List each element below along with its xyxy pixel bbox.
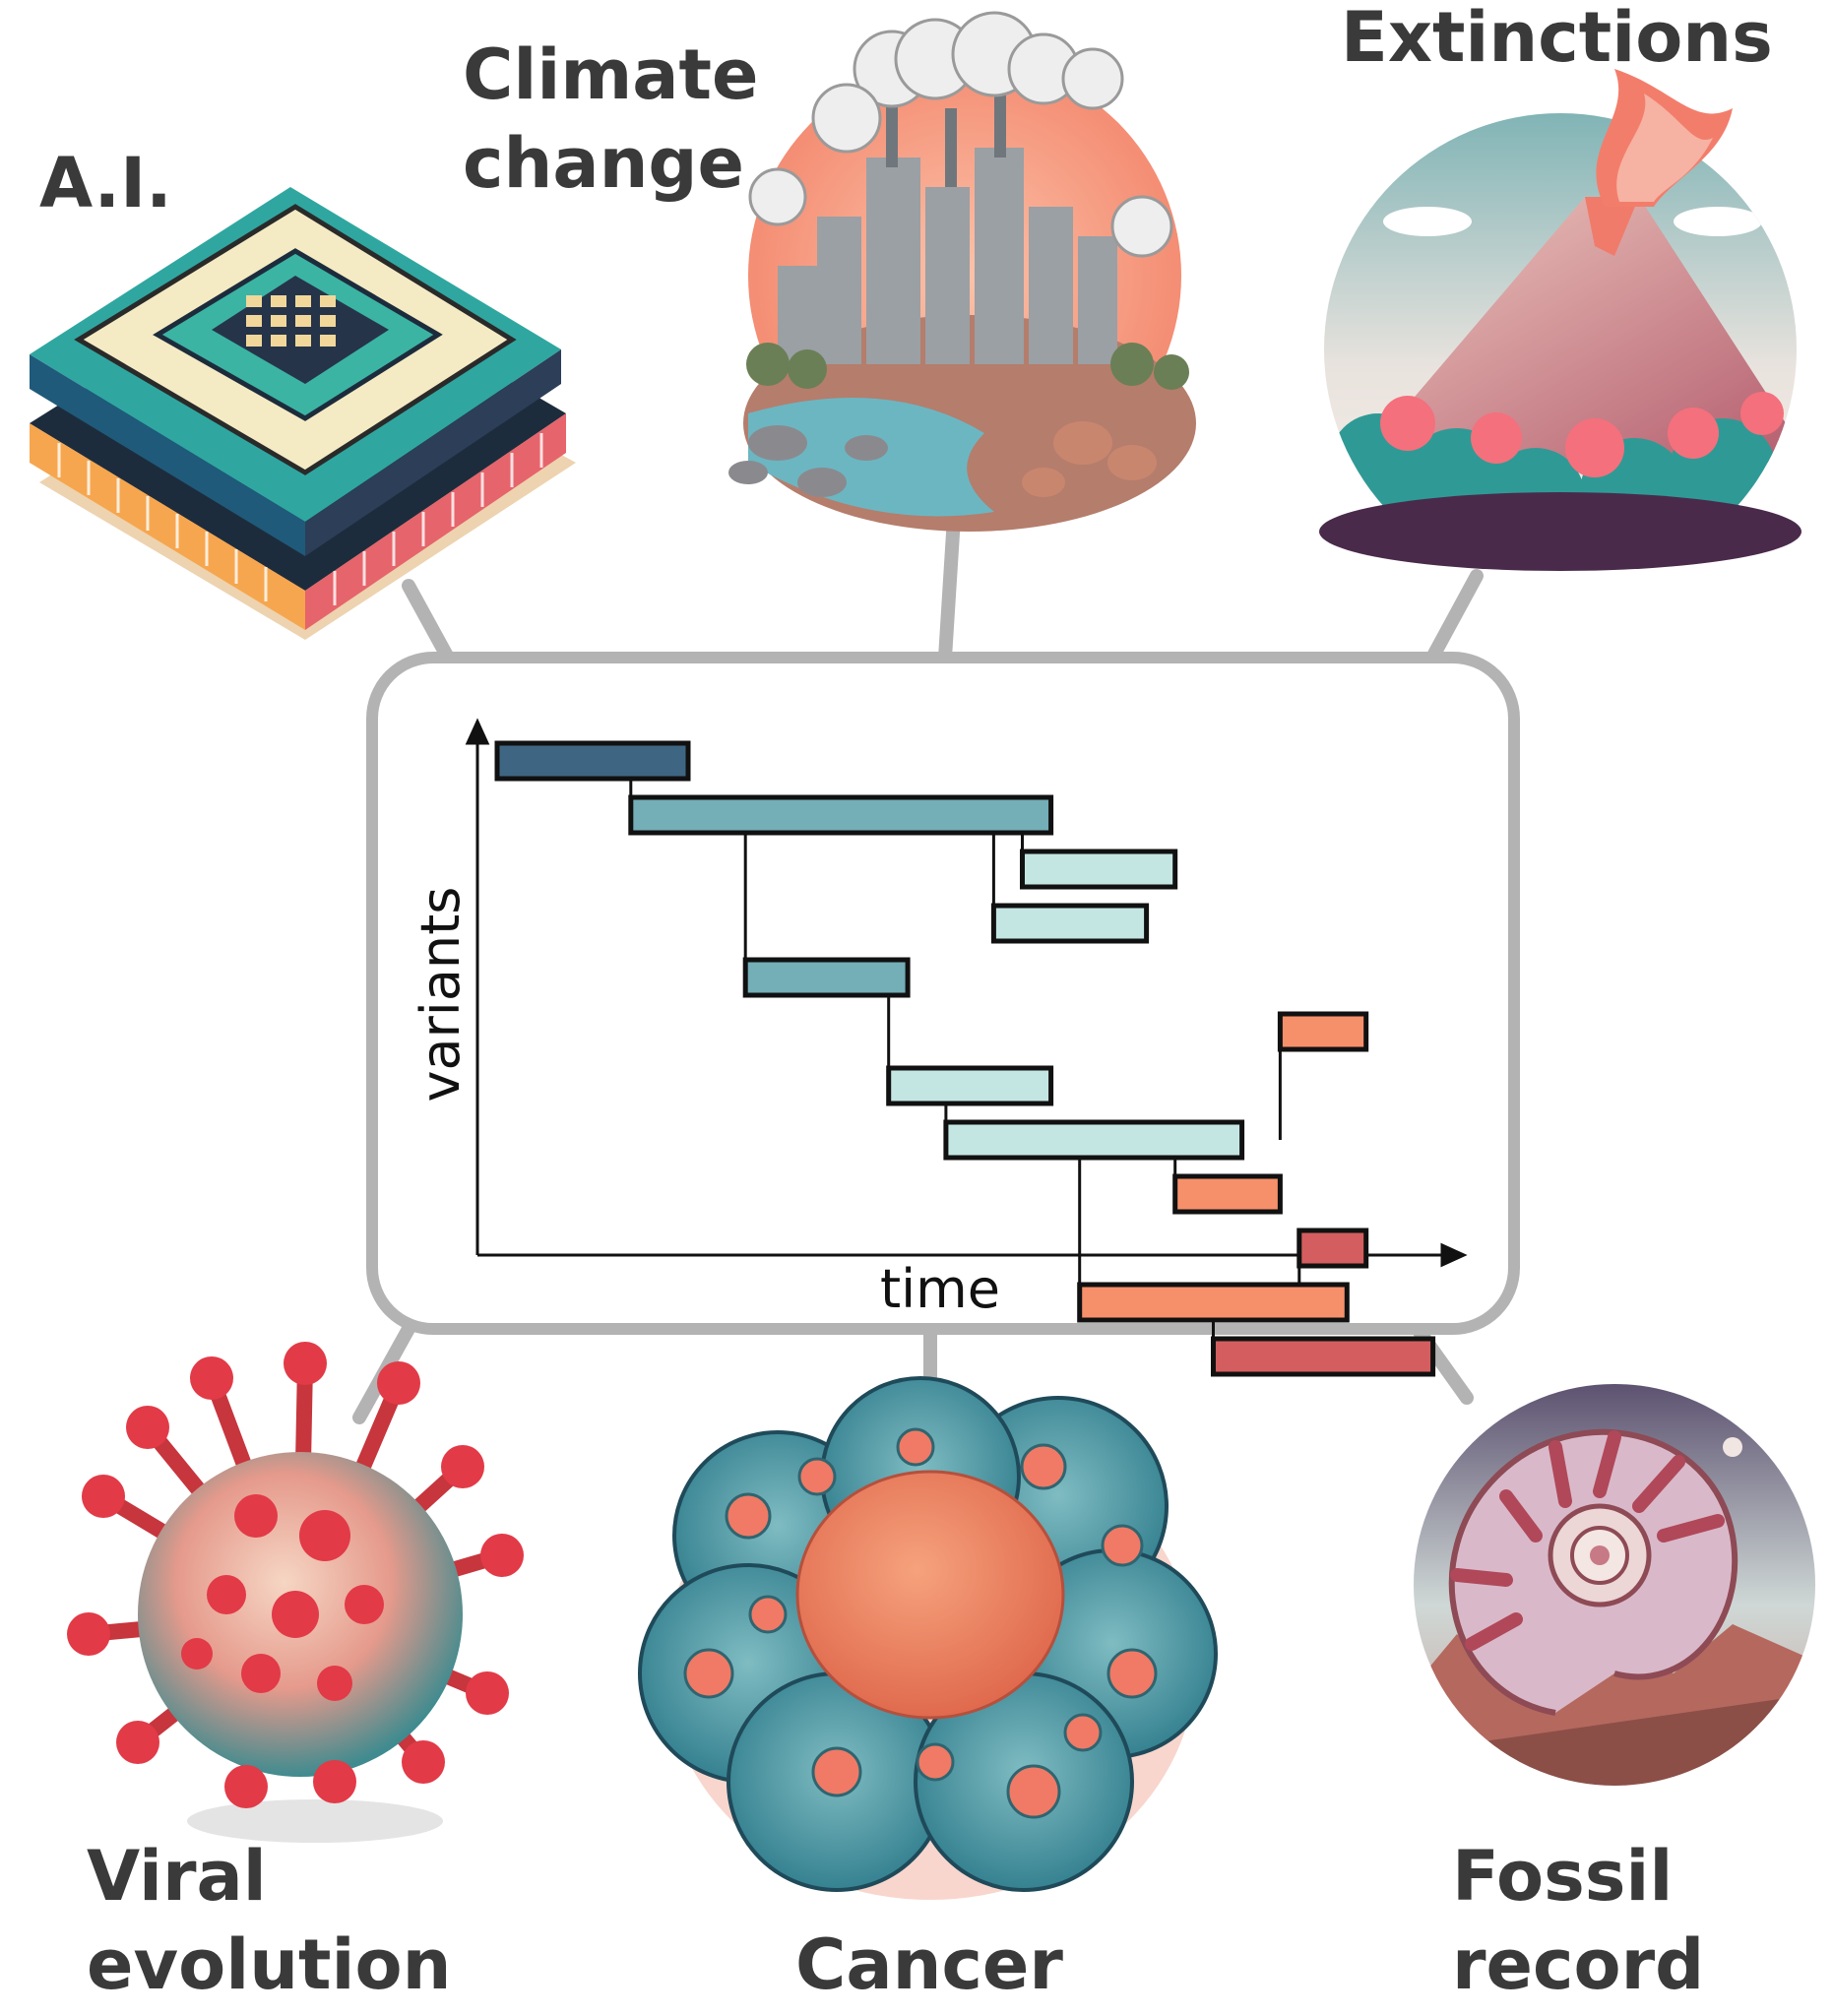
label-viral-line1: Viral [87, 1836, 267, 1917]
label-fossil-line2: record [1452, 1924, 1704, 2005]
variant-bar-b6 [1277, 1011, 1369, 1052]
variant-bar-b7 [886, 1065, 1054, 1106]
label-climate-line1: Climate [463, 34, 758, 115]
y-axis-label: variants [410, 887, 472, 1102]
virus-illustration [67, 1342, 524, 1843]
x-axis-arrow [1440, 1242, 1468, 1268]
label-viral-line2: evolution [87, 1924, 451, 2005]
y-axis-arrow [465, 718, 490, 745]
extinctions-illustration [1319, 69, 1801, 571]
variant-bar-b4 [990, 903, 1150, 944]
connector-ai [402, 579, 455, 664]
variant-bar-b11 [1077, 1282, 1350, 1323]
x-axis-label: time [880, 1258, 1000, 1320]
variant-bar-b1 [494, 740, 691, 782]
label-fossil-line1: Fossil [1452, 1836, 1673, 1917]
variant-bar-b8 [943, 1119, 1245, 1161]
climate-change-illustration [728, 11, 1196, 532]
variant-bar-b5 [742, 957, 911, 998]
variant-bar-b10 [1296, 1228, 1369, 1269]
chart-axes [465, 718, 1468, 1268]
fossil-illustration [1412, 1382, 1817, 1788]
label-extinctions: Extinctions [1341, 0, 1773, 78]
label-climate-line2: change [463, 123, 744, 204]
label-cancer: Cancer [795, 1924, 1063, 2005]
variant-bar-b2 [628, 794, 1054, 836]
variant-bar-b12 [1211, 1336, 1436, 1377]
variant-bars [494, 740, 1436, 1377]
variant-bar-b3 [1020, 849, 1178, 890]
connector-extinctions [1425, 569, 1484, 664]
label-ai: A.I. [39, 143, 172, 223]
cancer-cell-illustration [638, 1376, 1218, 1900]
variant-bar-b9 [1172, 1173, 1283, 1215]
ai-chip-illustration [30, 187, 576, 640]
